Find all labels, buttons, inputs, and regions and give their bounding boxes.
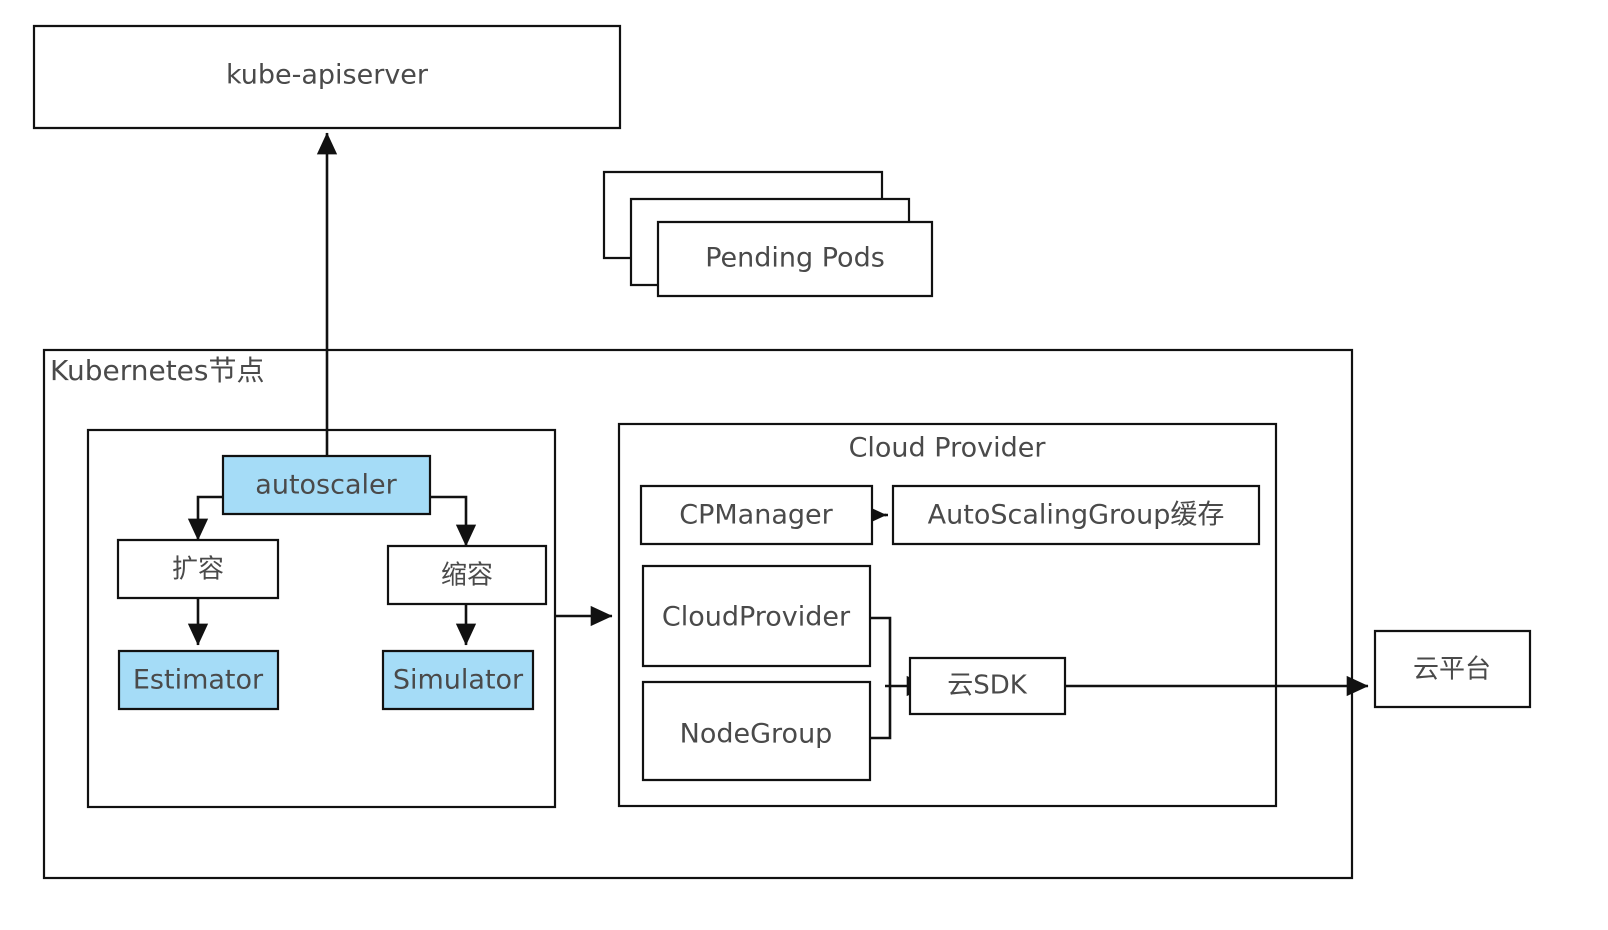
simulator-box [383,651,533,709]
cloud-provider-border [617,422,1278,808]
cloudprovider-box [643,566,870,666]
node-cpmanager[interactable]: CPManager [641,486,872,544]
cloud-provider-label: Cloud Provider [849,433,1047,464]
node-kube-apiserver[interactable]: kube-apiserver [34,26,620,128]
kube-apiserver-box [34,26,620,128]
kubernetes-node-border [42,348,1354,880]
kube-apiserver-label: kube-apiserver [226,60,429,91]
estimator-box [119,651,278,709]
cloudprovider-label: CloudProvider [662,602,851,633]
node-scale-up[interactable]: 扩容 [118,540,278,598]
cloud-sdk-box [910,658,1065,714]
asg-cache-box [893,486,1259,544]
node-asg-cache[interactable]: AutoScalingGroup缓存 [893,486,1259,544]
cpmanager-box [641,486,872,544]
autoscaler-group-border [86,428,557,809]
scale-up-label: 扩容 [172,555,224,585]
nodegroup-box [643,682,870,780]
node-nodegroup[interactable]: NodeGroup [643,682,870,780]
node-cloud-sdk[interactable]: 云SDK [910,658,1065,714]
pending-pods-box-front [658,222,932,296]
container-cloud-provider: Cloud Provider [617,422,1278,808]
node-simulator[interactable]: Simulator [383,651,533,709]
edge-nodegroup-to-junction [870,686,892,740]
kubernetes-node-label: Kubernetes节点 [50,354,265,387]
pending-pods-label: Pending Pods [705,243,885,274]
autoscaler-label: autoscaler [255,470,397,501]
estimator-label: Estimator [133,665,264,696]
scale-down-label: 缩容 [441,561,493,591]
autoscaler-box [223,456,430,514]
container-autoscaler-group [86,428,557,809]
node-cloudprovider[interactable]: CloudProvider [643,566,870,666]
cpmanager-label: CPManager [679,500,833,531]
scale-up-box [118,540,278,598]
asg-cache-label: AutoScalingGroup缓存 [928,500,1225,531]
cloud-sdk-label: 云SDK [947,671,1028,701]
node-scale-down[interactable]: 缩容 [388,546,546,604]
edge-cloudprovider-to-junction [870,616,892,686]
simulator-label: Simulator [393,665,524,696]
edge-autoscaler-to-scale-down [430,495,477,547]
container-kubernetes-node: Kubernetes节点 [42,348,1354,880]
node-cloud-platform[interactable]: 云平台 [1375,631,1530,707]
edge-autoscaler-to-scale-up [187,495,223,541]
scale-down-box [388,546,546,604]
cloud-platform-box [1375,631,1530,707]
nodegroup-label: NodeGroup [680,719,833,750]
node-autoscaler[interactable]: autoscaler [223,456,430,514]
node-estimator[interactable]: Estimator [119,651,278,709]
node-pending-pods[interactable]: Pending Pods [604,172,932,296]
cloud-platform-label: 云平台 [1413,655,1491,685]
